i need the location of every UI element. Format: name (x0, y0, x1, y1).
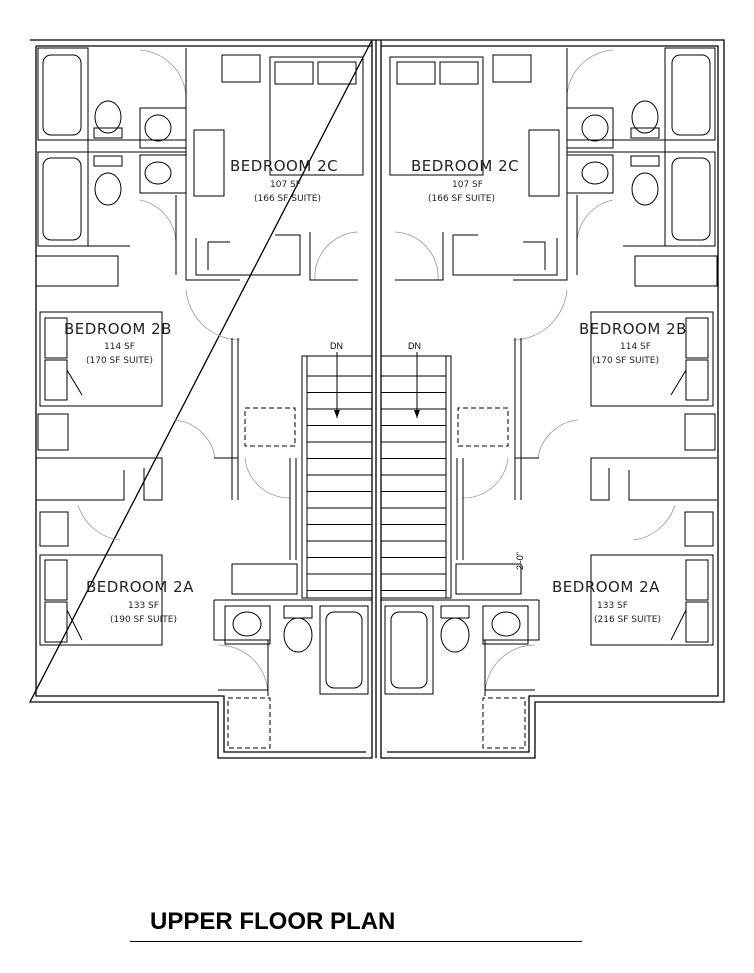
svg-text:107 SF: 107 SF (452, 180, 483, 190)
dimension-note: 2'-0" (515, 552, 525, 570)
left-bedroom-2a-label: BEDROOM 2A 133 SF (190 SF SUITE) (86, 578, 194, 625)
stair-down-arrow-right-icon (414, 352, 420, 418)
left-unit-walls (35, 47, 373, 749)
svg-text:(216 SF SUITE): (216 SF SUITE) (594, 615, 661, 625)
svg-text:(170 SF SUITE): (170 SF SUITE) (592, 356, 659, 366)
stair-label-right: DN (408, 341, 421, 351)
svg-text:BEDROOM 2C: BEDROOM 2C (411, 157, 519, 175)
exterior-walls (28, 39, 725, 759)
svg-text:133 SF: 133 SF (128, 601, 159, 611)
svg-text:(166 SF SUITE): (166 SF SUITE) (428, 194, 495, 204)
svg-text:BEDROOM 2A: BEDROOM 2A (86, 578, 194, 596)
svg-text:133 SF: 133 SF (597, 601, 628, 611)
stair-label-left: DN (330, 341, 343, 351)
svg-text:(166 SF SUITE): (166 SF SUITE) (254, 194, 321, 204)
svg-text:107 SF: 107 SF (270, 180, 301, 190)
right-unit-walls (380, 47, 718, 749)
svg-text:(170 SF SUITE): (170 SF SUITE) (86, 356, 153, 366)
right-bedroom-2b-label: BEDROOM 2B 114 SF (170 SF SUITE) (579, 320, 687, 366)
right-bedroom-2c-label: BEDROOM 2C 107 SF (166 SF SUITE) (411, 157, 519, 204)
svg-text:BEDROOM 2A: BEDROOM 2A (552, 578, 660, 596)
svg-text:BEDROOM 2B: BEDROOM 2B (64, 320, 172, 338)
svg-text:114 SF: 114 SF (104, 342, 135, 352)
left-bedroom-2b-label: BEDROOM 2B 114 SF (170 SF SUITE) (64, 320, 172, 366)
title-underline (130, 941, 582, 942)
right-stair-treads (381, 375, 446, 591)
plan-title: UPPER FLOOR PLAN (150, 908, 396, 935)
svg-text:114 SF: 114 SF (620, 342, 651, 352)
svg-text:BEDROOM 2C: BEDROOM 2C (230, 157, 338, 175)
left-stair-treads (307, 375, 372, 591)
svg-text:(190 SF SUITE): (190 SF SUITE) (110, 615, 177, 625)
stair-down-arrow-left-icon (334, 352, 340, 418)
right-bedroom-2a-label: BEDROOM 2A 133 SF (216 SF SUITE) (552, 578, 661, 625)
svg-text:BEDROOM 2B: BEDROOM 2B (579, 320, 687, 338)
left-bedroom-2c-label: BEDROOM 2C 107 SF (166 SF SUITE) (230, 157, 338, 204)
